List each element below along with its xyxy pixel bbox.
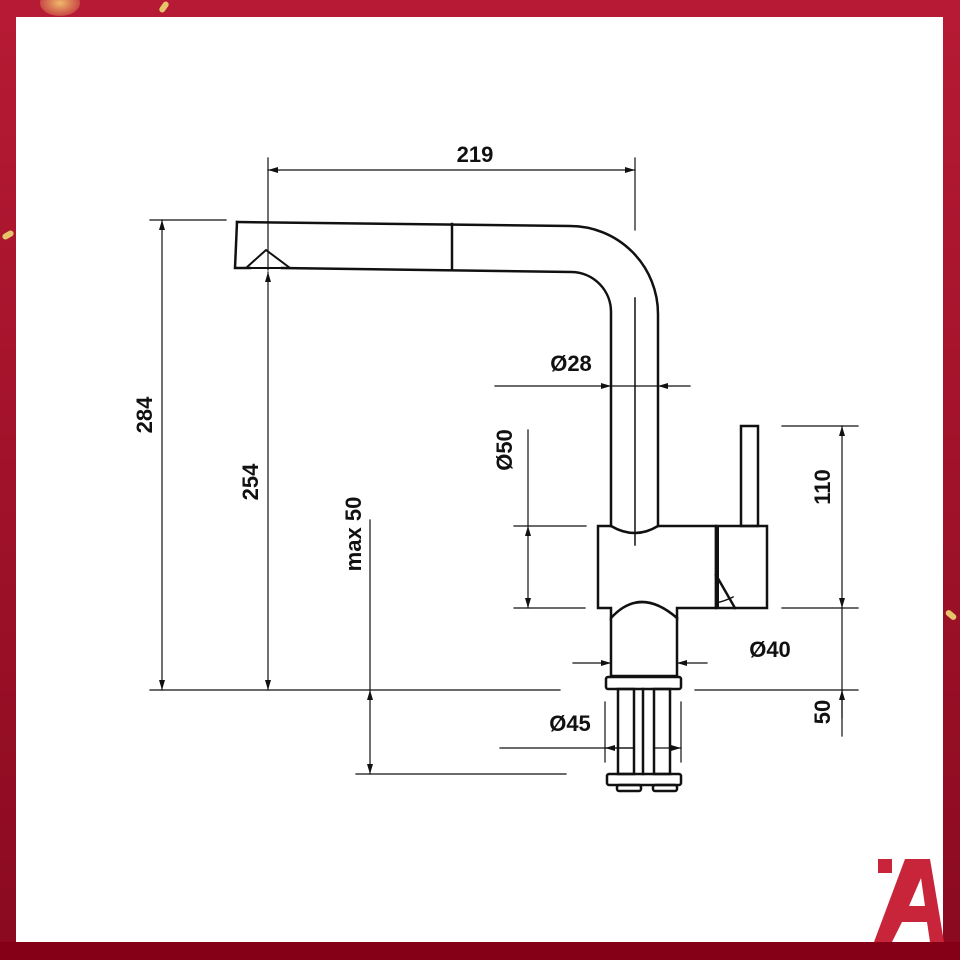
brand-a-logo-icon bbox=[874, 859, 944, 942]
lever-handle bbox=[739, 424, 760, 528]
dim-label-254: 254 bbox=[238, 463, 263, 500]
dim-label-110: 110 bbox=[810, 469, 835, 505]
dim-label-max50: max 50 bbox=[341, 497, 366, 572]
dim-label-284: 284 bbox=[132, 396, 157, 433]
faucet-spout bbox=[233, 220, 660, 528]
decorative-frame-bottom bbox=[0, 942, 960, 960]
dimension-labels: 219 284 254 max 50 Ø28 Ø50 110 Ø40 Ø45 5… bbox=[132, 142, 835, 736]
dim-label-dia40: Ø40 bbox=[749, 637, 791, 662]
dim-label-50: 50 bbox=[810, 700, 835, 724]
decorative-frame-top bbox=[0, 0, 960, 17]
faucet-body bbox=[596, 424, 769, 793]
dim-label-219: 219 bbox=[457, 142, 494, 167]
dim-label-dia50: Ø50 bbox=[492, 429, 517, 471]
dim-label-dia45: Ø45 bbox=[549, 711, 591, 736]
dimension-lines bbox=[149, 157, 859, 775]
decorative-frame-right bbox=[943, 0, 960, 960]
decorative-glow bbox=[40, 0, 80, 16]
dim-label-dia28: Ø28 bbox=[550, 351, 592, 376]
decorative-frame-left bbox=[0, 0, 16, 960]
